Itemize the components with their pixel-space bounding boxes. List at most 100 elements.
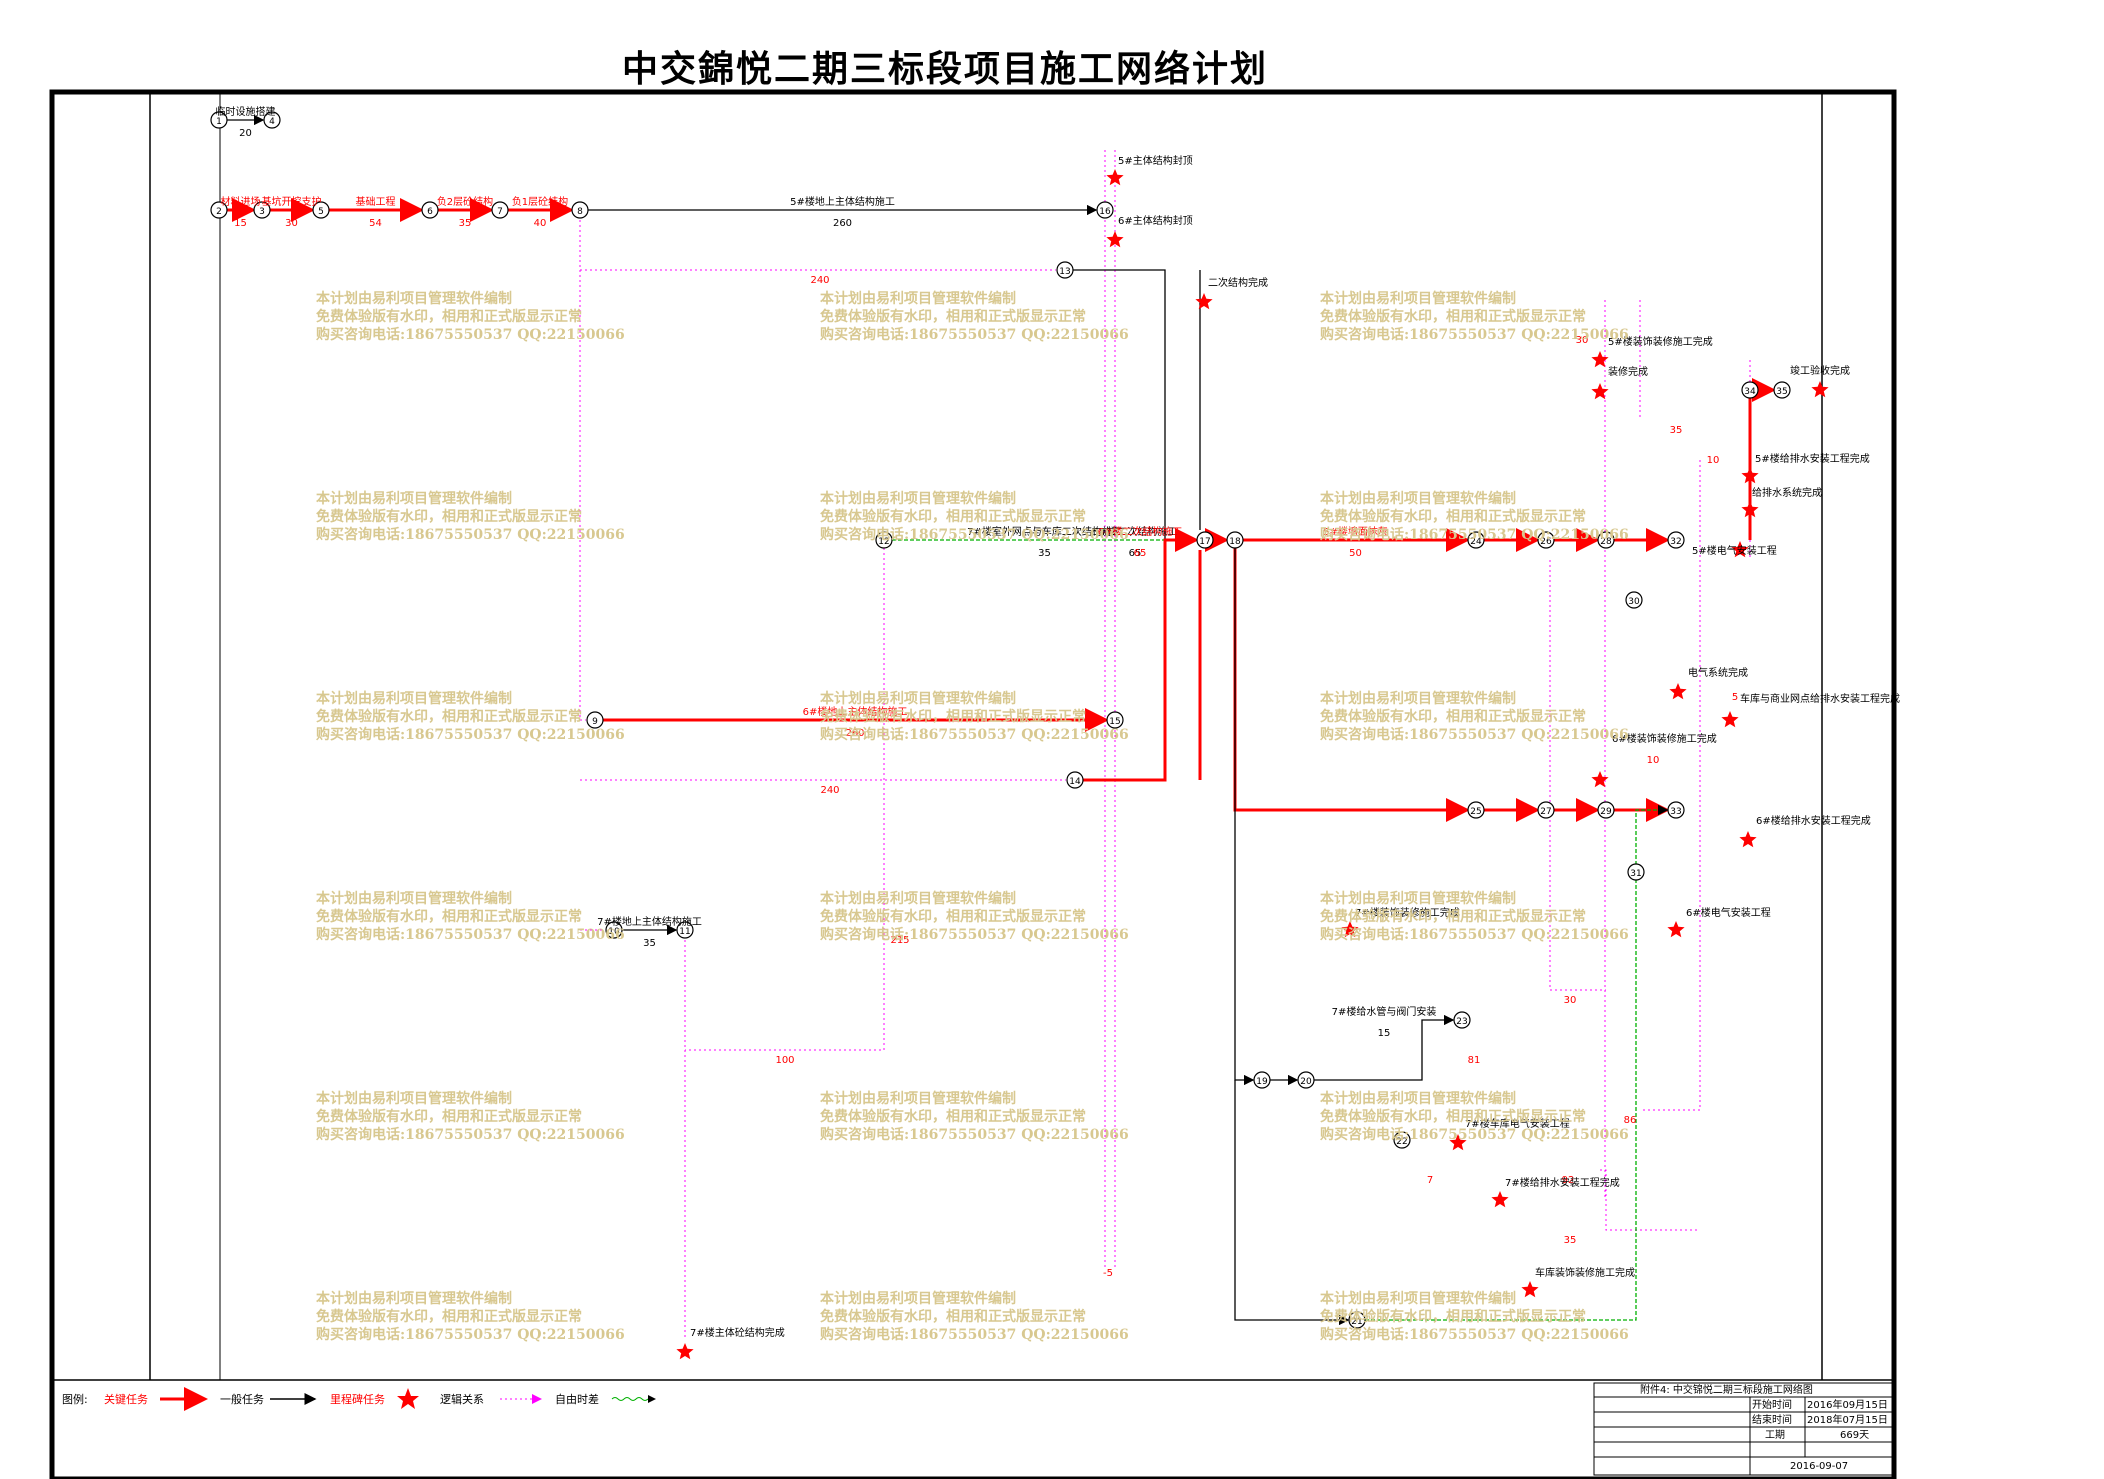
watermark: 本计划由易利项目管理软件编制免费体验版有水印，相用和正式版显示正常购买咨询电话:… (1320, 290, 1629, 344)
task-duration: 30 (285, 218, 298, 229)
logic-line (1549, 560, 1606, 991)
milestone-star (1739, 831, 1757, 848)
node-label-23: 23 (1456, 1017, 1467, 1027)
watermark-line3: 购买咨询电话:18675550537 QQ:22150066 (316, 727, 625, 743)
node-2 (210, 201, 228, 219)
task-label: 6#楼地上主体结构施工 (803, 705, 908, 718)
milestone-star (1521, 1281, 1539, 1298)
watermark-line3: 购买咨询电话:18675550537 QQ:22150066 (820, 927, 1129, 943)
task-label: 7#楼给水管与阀门安装 (1332, 1005, 1437, 1018)
node-label-10: 10 (608, 927, 620, 937)
watermark-line2: 免费体验版有水印，相用和正式版显示正常 (820, 309, 1086, 325)
node-30 (1625, 591, 1643, 609)
watermark-line1: 本计划由易利项目管理软件编制 (820, 891, 1016, 907)
milestone-star (676, 1343, 694, 1360)
watermark-line3: 购买咨询电话:18675550537 QQ:22150066 (1320, 727, 1629, 743)
legend-critical-label: 关键任务 (104, 1392, 148, 1406)
node-label-11: 11 (679, 927, 690, 937)
legend-milestone-label: 里程碑任务 (330, 1393, 385, 1406)
info-duration-label: 工期 (1765, 1429, 1785, 1441)
node-7 (491, 201, 509, 219)
task-label: 5#楼地上主体结构施工 (790, 195, 895, 208)
float-label: 10 (1707, 455, 1720, 466)
node-label-2: 2 (216, 207, 222, 217)
milestone-label: 7#楼装饰装修施工完成 (1355, 906, 1460, 919)
task-label: 5#楼二次结构施工 (1093, 525, 1178, 538)
watermark-line1: 本计划由易利项目管理软件编制 (820, 491, 1016, 507)
node-label-3: 3 (259, 207, 265, 217)
node-1 (210, 111, 228, 129)
node-label-35: 35 (1776, 387, 1787, 397)
node-24 (1467, 531, 1485, 549)
node-label-12: 12 (878, 537, 889, 547)
task-label: 5#楼墙面抹灰 (1323, 525, 1388, 538)
watermark-line1: 本计划由易利项目管理软件编制 (1320, 1091, 1516, 1107)
node-label-5: 5 (318, 207, 324, 217)
watermark-line2: 免费体验版有水印，相用和正式版显示正常 (820, 909, 1086, 925)
node-label-34: 34 (1744, 387, 1756, 397)
watermark-line1: 本计划由易利项目管理软件编制 (820, 291, 1016, 307)
node-34 (1741, 381, 1759, 399)
watermark-line3: 购买咨询电话:18675550537 QQ:22150066 (820, 727, 1129, 743)
watermark-line2: 免费体验版有水印，相用和正式版显示正常 (316, 709, 582, 725)
task-duration: 50 (1349, 548, 1362, 559)
float-label: 92 (1562, 1175, 1575, 1186)
milestone-star (1591, 383, 1609, 400)
float-label: 215 (890, 935, 909, 946)
page-frame (49, 89, 1897, 1479)
logic-line (1640, 460, 1701, 1111)
watermark-line3: 购买咨询电话:18675550537 QQ:22150066 (316, 327, 625, 343)
watermark: 本计划由易利项目管理软件编制免费体验版有水印，相用和正式版显示正常购买咨询电话:… (316, 690, 625, 744)
watermark: 本计划由易利项目管理软件编制免费体验版有水印，相用和正式版显示正常购买咨询电话:… (316, 490, 625, 544)
watermark-line2: 免费体验版有水印，相用和正式版显示正常 (1320, 1109, 1586, 1125)
node-35 (1773, 381, 1791, 399)
info-duration: 669天 (1840, 1430, 1869, 1441)
milestone-label: 7#楼车库电气安装工程 (1465, 1117, 1570, 1130)
float-label: 30 (1576, 335, 1589, 346)
node-26 (1537, 531, 1555, 549)
milestone-label: 7#楼给排水安装工程完成 (1505, 1176, 1620, 1189)
watermark-line1: 本计划由易利项目管理软件编制 (316, 691, 512, 707)
node-label-4: 4 (269, 117, 275, 127)
node-label-30: 30 (1628, 597, 1640, 607)
node-label-22: 22 (1396, 1137, 1407, 1147)
node-label-1: 1 (216, 117, 222, 127)
node-label-26: 26 (1540, 537, 1552, 547)
logic-8-9 (579, 210, 586, 721)
watermark-line3: 购买咨询电话:18675550537 QQ:22150066 (1320, 1327, 1629, 1343)
watermark-line3: 购买咨询电话:18675550537 QQ:22150066 (1320, 1127, 1629, 1143)
watermark-line2: 免费体验版有水印，相用和正式版显示正常 (1320, 1309, 1586, 1325)
float-label: 240 (810, 275, 829, 286)
watermark-line1: 本计划由易利项目管理软件编制 (1320, 291, 1516, 307)
node-13 (1056, 261, 1074, 279)
node-14 (1066, 771, 1084, 789)
node-17 (1196, 531, 1214, 549)
milestone-star (1449, 1134, 1467, 1151)
watermark-line1: 本计划由易利项目管理软件编制 (820, 1091, 1016, 1107)
watermark-line3: 购买咨询电话:18675550537 QQ:22150066 (820, 1127, 1129, 1143)
task-duration: 35 (459, 218, 472, 229)
watermark-line1: 本计划由易利项目管理软件编制 (1320, 1291, 1516, 1307)
milestone-star (1195, 293, 1213, 310)
watermark-line3: 购买咨询电话:18675550537 QQ:22150066 (316, 1127, 625, 1143)
float-label: 100 (775, 1055, 794, 1066)
watermark-line3: 购买咨询电话:18675550537 QQ:22150066 (316, 1327, 625, 1343)
milestone-star (1591, 351, 1609, 368)
node-8 (571, 201, 589, 219)
node-label-27: 27 (1540, 807, 1551, 817)
watermark: 本计划由易利项目管理软件编制免费体验版有水印，相用和正式版显示正常购买咨询电话:… (316, 1090, 625, 1144)
milestone-label: 二次结构完成 (1208, 276, 1268, 289)
node-20 (1297, 1071, 1315, 1089)
milestone-label: 车库装饰装修施工完成 (1535, 1266, 1635, 1279)
task-duration: 15 (1378, 1028, 1391, 1039)
watermark-line2: 免费体验版有水印，相用和正式版显示正常 (820, 1109, 1086, 1125)
node-label-16: 16 (1099, 207, 1111, 217)
task-label: 基础工程 (356, 195, 396, 208)
milestone-star (1667, 921, 1685, 938)
milestone-label: 5#楼电气安装工程 (1692, 544, 1777, 557)
milestone-label: 竣工验收完成 (1790, 364, 1850, 377)
node-32 (1667, 531, 1685, 549)
node-label-29: 29 (1600, 807, 1612, 817)
watermark: 本计划由易利项目管理软件编制免费体验版有水印，相用和正式版显示正常购买咨询电话:… (1320, 890, 1629, 944)
